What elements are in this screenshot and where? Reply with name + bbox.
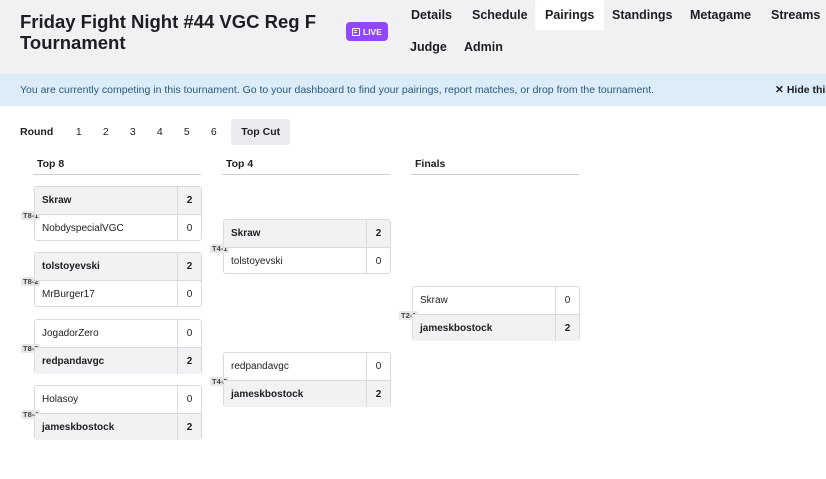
close-icon: ✕ [775, 84, 784, 96]
player-score: 0 [177, 320, 201, 347]
player-name: jameskbostock [231, 389, 304, 400]
player-score: 0 [177, 386, 201, 413]
competing-banner: You are currently competing in this tour… [0, 74, 826, 106]
round-4-button[interactable]: 4 [156, 126, 163, 138]
match-label: T8-3 [21, 344, 41, 353]
tab-streams[interactable]: Streams [771, 8, 821, 22]
match-t8-1[interactable]: T8-1 Skraw 2 NobdyspecialVGC 0 [21, 186, 202, 241]
player-row: NobdyspecialVGC 0 [35, 214, 201, 241]
tab-standings[interactable]: Standings [612, 8, 673, 22]
player-name: tolstoyevski [42, 261, 100, 272]
column-header-finals: Finals [411, 158, 579, 175]
match-t8-3[interactable]: T8-3 JogadorZero 0 redpandavgc 2 [21, 319, 202, 374]
match-label: T4-2 [210, 377, 230, 386]
match-t2-1[interactable]: T2-1 Skraw 0 jameskbostock 2 [399, 286, 580, 341]
match-label: T8-2 [21, 277, 41, 286]
tab-metagame[interactable]: Metagame [690, 8, 752, 22]
player-name: MrBurger17 [42, 289, 95, 300]
player-row: jameskbostock 2 [224, 380, 390, 407]
player-score: 2 [177, 187, 201, 214]
banner-text: You are currently competing in this tour… [20, 84, 655, 96]
tab-pairings[interactable]: Pairings [535, 0, 605, 30]
tab-details[interactable]: Details [411, 8, 452, 22]
player-name: redpandavgc [231, 361, 289, 372]
player-row: JogadorZero 0 [35, 320, 201, 347]
player-score: 2 [177, 253, 201, 280]
player-row: redpandavgc 2 [35, 347, 201, 374]
player-row: MrBurger17 0 [35, 280, 201, 307]
player-name: Skraw [420, 295, 448, 306]
player-name: jameskbostock [420, 323, 493, 334]
match-t8-2[interactable]: T8-2 tolstoyevski 2 MrBurger17 0 [21, 252, 202, 307]
match-t4-2[interactable]: T4-2 redpandavgc 0 jameskbostock 2 [210, 352, 391, 407]
round-2-button[interactable]: 2 [102, 126, 109, 138]
round-1-button[interactable]: 1 [75, 126, 82, 138]
match-label: T8-4 [21, 410, 41, 419]
player-row: tolstoyevski 2 [35, 253, 201, 280]
player-row: Holasoy 0 [35, 386, 201, 413]
page-title: Friday Fight Night #44 VGC Reg F Tournam… [20, 11, 317, 53]
tab-judge[interactable]: Judge [410, 40, 447, 54]
round-6-button[interactable]: 6 [210, 126, 217, 138]
player-name: tolstoyevski [231, 256, 283, 267]
player-score: 2 [177, 414, 201, 440]
top-cut-button[interactable]: Top Cut [231, 119, 291, 145]
live-badge-label: LIVE [363, 26, 382, 37]
match-t8-4[interactable]: T8-4 Holasoy 0 jameskbostock 2 [21, 385, 202, 440]
player-score: 2 [177, 348, 201, 374]
match-t4-1[interactable]: T4-1 Skraw 2 tolstoyevski 0 [210, 219, 391, 274]
live-badge[interactable]: LIVE [346, 22, 388, 41]
player-row: Skraw 0 [413, 287, 579, 314]
hide-banner-button[interactable]: ✕Hide this [775, 74, 826, 106]
round-selector: Round 1 2 3 4 5 6 Top Cut [20, 119, 291, 145]
player-name: redpandavgc [42, 356, 105, 367]
player-name: jameskbostock [42, 422, 115, 433]
match-label: T8-1 [21, 211, 41, 220]
match-label: T4-1 [210, 244, 230, 253]
player-score: 0 [366, 248, 390, 274]
player-score: 0 [177, 215, 201, 241]
player-name: Skraw [42, 195, 72, 206]
player-row: redpandavgc 0 [224, 353, 390, 380]
tournament-header: Friday Fight Night #44 VGC Reg F Tournam… [0, 0, 826, 74]
round-label: Round [20, 126, 54, 138]
tab-schedule[interactable]: Schedule [472, 8, 528, 22]
hide-banner-label: Hide this [786, 84, 826, 96]
player-row: jameskbostock 2 [35, 413, 201, 440]
player-score: 2 [366, 381, 390, 407]
player-score: 0 [555, 287, 579, 314]
player-name: JogadorZero [42, 328, 99, 339]
column-header-top4: Top 4 [222, 158, 390, 175]
column-header-top8: Top 8 [33, 158, 201, 175]
player-score: 0 [366, 353, 390, 380]
player-row: tolstoyevski 0 [224, 247, 390, 274]
player-row: jameskbostock 2 [413, 314, 579, 341]
player-score: 2 [555, 315, 579, 341]
twitch-icon [352, 27, 360, 36]
player-score: 0 [177, 281, 201, 307]
round-5-button[interactable]: 5 [183, 126, 190, 138]
player-row: Skraw 2 [35, 187, 201, 214]
player-name: Skraw [231, 228, 261, 239]
tab-admin[interactable]: Admin [464, 40, 503, 54]
round-3-button[interactable]: 3 [129, 126, 136, 138]
player-score: 2 [366, 220, 390, 247]
match-label: T2-1 [399, 311, 419, 320]
player-name: Holasoy [42, 394, 79, 405]
player-row: Skraw 2 [224, 220, 390, 247]
player-name: NobdyspecialVGC [42, 223, 124, 234]
